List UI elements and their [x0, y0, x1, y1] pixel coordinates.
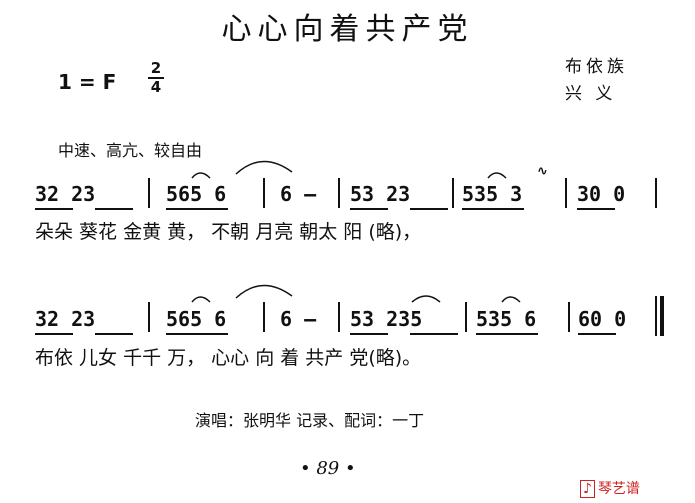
beam [577, 208, 615, 210]
song-title: 心心向着共产党 [221, 12, 474, 47]
logo-icon: ♪ [580, 480, 595, 498]
lyrics-line-1: 朵朵 葵花 金黄 黄， 不朝 月亮 朝太 阳 (略)， [35, 221, 422, 243]
measure-6: 60 0 [578, 307, 627, 331]
beam [35, 333, 73, 335]
song-origin: 布依族 [565, 57, 628, 77]
barline [565, 178, 567, 208]
beam [166, 333, 228, 335]
beam [462, 208, 524, 210]
tempo-marking: 中速、高亢、较自由 [58, 141, 203, 160]
tie [235, 160, 293, 175]
measure-4: 53 235 [350, 307, 423, 331]
barline [263, 178, 265, 208]
site-watermark: ♪琴艺谱 [580, 478, 640, 498]
barline [568, 302, 570, 332]
trill-mark-icon: ∿ [537, 164, 548, 179]
time-signature-top: 2 [150, 59, 162, 77]
slur [487, 172, 507, 179]
barline [148, 178, 150, 208]
measure-1: 32 23 [35, 182, 96, 206]
measure-6: 30 0 [577, 182, 626, 206]
lyrics-line-2: 布依 儿女 千千 万， 心心 向 着 共产 党(略)。 [35, 347, 422, 369]
beam [410, 333, 458, 335]
beam [166, 208, 228, 210]
beam [95, 333, 133, 335]
measure-1: 32 23 [35, 307, 96, 331]
time-signature-bottom: 4 [150, 78, 162, 96]
watermark-text: 琴艺谱 [597, 481, 640, 497]
slur [501, 296, 521, 303]
page-number: • 89 • [300, 458, 356, 479]
measure-4: 53 23 [350, 182, 411, 206]
time-signature-line [148, 77, 164, 79]
barline [655, 296, 657, 336]
slur [191, 296, 211, 303]
time-signature: 2 4 [148, 61, 164, 95]
beam [578, 333, 616, 335]
slur [191, 172, 211, 179]
beam [350, 208, 388, 210]
performer-credits: 演唱：张明华 记录、配词：一丁 [195, 411, 425, 430]
beam [350, 333, 388, 335]
barline [655, 178, 657, 208]
barline [465, 302, 467, 332]
measure-3: 6 – [280, 307, 317, 331]
tie [235, 284, 293, 299]
measure-5: 535 3 [462, 182, 523, 206]
measure-5: 535 6 [476, 307, 537, 331]
beam [35, 208, 73, 210]
final-barline [660, 296, 664, 336]
barline [148, 302, 150, 332]
barline [263, 302, 265, 332]
barline [338, 302, 340, 332]
measure-2: 565 6 [166, 182, 227, 206]
beam [95, 208, 133, 210]
barline [338, 178, 340, 208]
slur [411, 295, 441, 303]
key-signature: 1 = F [58, 70, 117, 94]
measure-2: 565 6 [166, 307, 227, 331]
beam [476, 333, 538, 335]
barline [452, 178, 454, 208]
measure-3: 6 – [280, 182, 317, 206]
song-region: 兴 义 [565, 84, 617, 104]
beam [410, 208, 448, 210]
